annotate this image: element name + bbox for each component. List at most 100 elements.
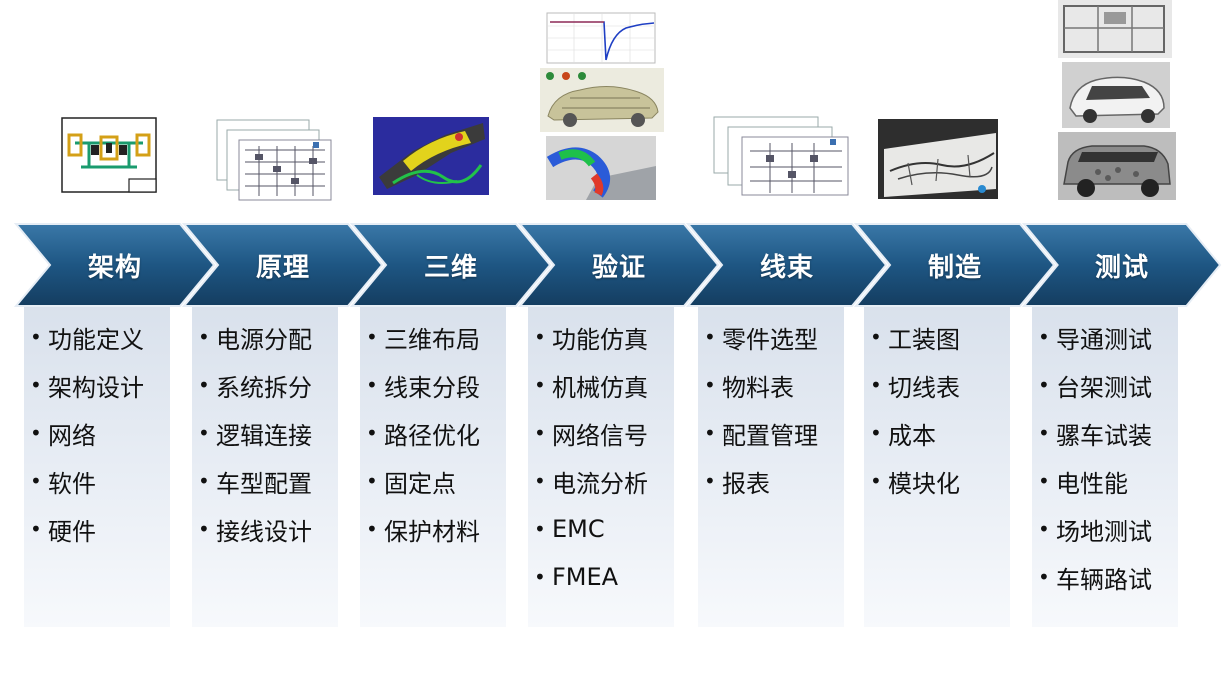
test-bench-image — [1058, 0, 1172, 58]
item-label: 工装图 — [888, 325, 960, 354]
bullet-icon: • — [1038, 325, 1050, 349]
item-label: 切线表 — [888, 373, 960, 402]
item-label: 模块化 — [888, 469, 960, 498]
item-label: 物料表 — [722, 373, 794, 402]
bullet-icon: • — [366, 325, 378, 349]
chevron-label: 线束 — [759, 252, 814, 283]
list-item: •电源分配 — [192, 313, 338, 361]
bullet-icon: • — [366, 421, 378, 445]
chevron-testing: 测试 — [1020, 222, 1224, 308]
list-item: •网络 — [24, 409, 170, 457]
item-label: 架构设计 — [48, 373, 144, 402]
column-list: •零件选型 •物料表 •配置管理 •报表 — [698, 305, 844, 505]
item-label: 配置管理 — [722, 421, 818, 450]
architecture-diagram-image — [61, 117, 157, 193]
item-label: 车辆路试 — [1056, 565, 1152, 594]
bullet-icon: • — [198, 517, 210, 541]
bullet-icon: • — [534, 565, 546, 589]
list-item: •FMEA — [528, 553, 674, 601]
list-item: •场地测试 — [1032, 505, 1178, 553]
bullet-icon: • — [198, 469, 210, 493]
chevron-shape — [349, 223, 552, 307]
column-schematic: •电源分配 •系统拆分 •逻辑连接 •车型配置 •接线设计 — [192, 305, 338, 627]
chevron-schematic: 原理 — [180, 222, 386, 308]
column-list: •工装图 •切线表 •成本 •模块化 — [864, 305, 1010, 505]
bullet-icon: • — [534, 421, 546, 445]
list-item: •功能定义 — [24, 313, 170, 361]
item-label: 逻辑连接 — [216, 421, 312, 450]
item-label: 三维布局 — [384, 325, 480, 354]
simulation-curve-image — [546, 12, 656, 64]
list-item: •报表 — [698, 457, 844, 505]
list-item: •路径优化 — [360, 409, 506, 457]
list-item: •逻辑连接 — [192, 409, 338, 457]
list-item: •架构设计 — [24, 361, 170, 409]
bullet-icon: • — [870, 469, 882, 493]
item-label: 电性能 — [1056, 469, 1128, 498]
bullet-icon: • — [198, 325, 210, 349]
item-label: FMEA — [552, 563, 619, 591]
column-testing: •导通测试 •台架测试 •骡车试装 •电性能 •场地测试 •车辆路试 — [1032, 305, 1178, 627]
bullet-icon: • — [534, 469, 546, 493]
bullet-icon: • — [1038, 373, 1050, 397]
list-item: •车型配置 — [192, 457, 338, 505]
bullet-icon: • — [704, 421, 716, 445]
chevron-harness: 线束 — [684, 222, 890, 308]
bullet-icon: • — [30, 421, 42, 445]
list-item: •接线设计 — [192, 505, 338, 553]
list-item: •成本 — [864, 409, 1010, 457]
bullet-icon: • — [1038, 421, 1050, 445]
item-label: 功能定义 — [48, 325, 144, 354]
column-manufacturing: •工装图 •切线表 •成本 •模块化 — [864, 305, 1010, 627]
list-item: •硬件 — [24, 505, 170, 553]
item-label: 零件选型 — [722, 325, 818, 354]
item-label: 系统拆分 — [216, 373, 312, 402]
item-label: 电源分配 — [216, 325, 312, 354]
list-item: •保护材料 — [360, 505, 506, 553]
list-item: •三维布局 — [360, 313, 506, 361]
bullet-icon: • — [198, 373, 210, 397]
item-label: 骡车试装 — [1056, 421, 1152, 450]
chevron-shape — [685, 223, 888, 307]
chevron-label: 原理 — [255, 252, 310, 283]
bullet-icon: • — [30, 517, 42, 541]
column-list: •功能定义 •架构设计 •网络 •软件 •硬件 — [24, 305, 170, 553]
column-harness: •零件选型 •物料表 •配置管理 •报表 — [698, 305, 844, 627]
chevron-label: 架构 — [87, 252, 142, 283]
item-label: 线束分段 — [384, 373, 480, 402]
item-label: 导通测试 — [1056, 325, 1152, 354]
chevron-shape — [1021, 223, 1222, 307]
item-label: 网络信号 — [552, 421, 648, 450]
item-label: EMC — [552, 515, 605, 543]
item-label: 电流分析 — [552, 469, 648, 498]
chevron-label: 验证 — [591, 252, 646, 283]
mule-car-image — [1062, 62, 1170, 128]
chevron-verification: 验证 — [516, 222, 722, 308]
bullet-icon: • — [870, 325, 882, 349]
item-label: 硬件 — [48, 517, 96, 546]
bullet-icon: • — [1038, 517, 1050, 541]
list-item: •固定点 — [360, 457, 506, 505]
chevron-architecture: 架构 — [12, 222, 218, 308]
bullet-icon: • — [704, 469, 716, 493]
bullet-icon: • — [198, 421, 210, 445]
bullet-icon: • — [534, 373, 546, 397]
list-item: •机械仿真 — [528, 361, 674, 409]
chevron-shape — [853, 223, 1056, 307]
list-item: •网络信号 — [528, 409, 674, 457]
bullet-icon: • — [366, 469, 378, 493]
item-label: 保护材料 — [384, 517, 480, 546]
chevron-label: 测试 — [1094, 252, 1149, 283]
chevron-shape — [181, 223, 384, 307]
bullet-icon: • — [30, 469, 42, 493]
bullet-icon: • — [534, 517, 546, 541]
item-label: 成本 — [888, 421, 936, 450]
item-label: 车型配置 — [216, 469, 312, 498]
list-item: •切线表 — [864, 361, 1010, 409]
3d-harness-model-image — [373, 117, 489, 195]
chevron-shape — [13, 223, 216, 307]
column-architecture: •功能定义 •架构设计 •网络 •软件 •硬件 — [24, 305, 170, 627]
chevron-manufacturing: 制造 — [852, 222, 1058, 308]
list-item: •工装图 — [864, 313, 1010, 361]
